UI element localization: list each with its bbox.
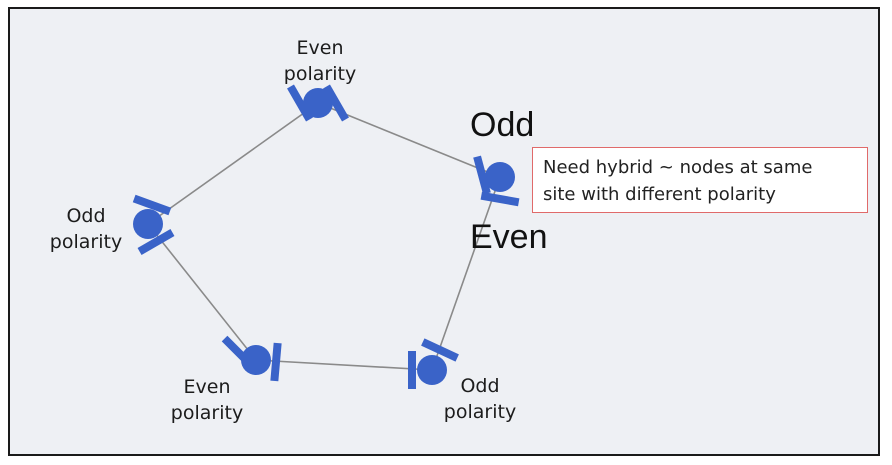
node-bottom-left-label: Even polarity [170,376,244,424]
edge-bottomleft-left [147,223,257,361]
edge-bottomright-bottomleft [255,359,433,371]
note-line-1: Need hybrid ~ nodes at same [543,157,813,178]
node-left-label: Odd polarity [49,205,123,253]
node-left [132,194,175,255]
node-right-bottom-label: Even [470,218,548,256]
node-bottom-left [221,335,282,382]
node-top [287,84,349,122]
node-bottom-right-label: Odd polarity [443,375,517,423]
edge-left-top [147,102,319,225]
node-bottom-right [408,338,459,389]
edge-top-right [317,102,501,178]
node-right [473,155,520,207]
hybrid-note-box: Need hybrid ~ nodes at same site with di… [532,147,868,213]
node-top-label: Even polarity [283,37,357,85]
note-line-2: site with different polarity [543,184,776,205]
node-right-top-label: Odd [470,106,535,144]
edge-right-bottomright [431,176,501,371]
